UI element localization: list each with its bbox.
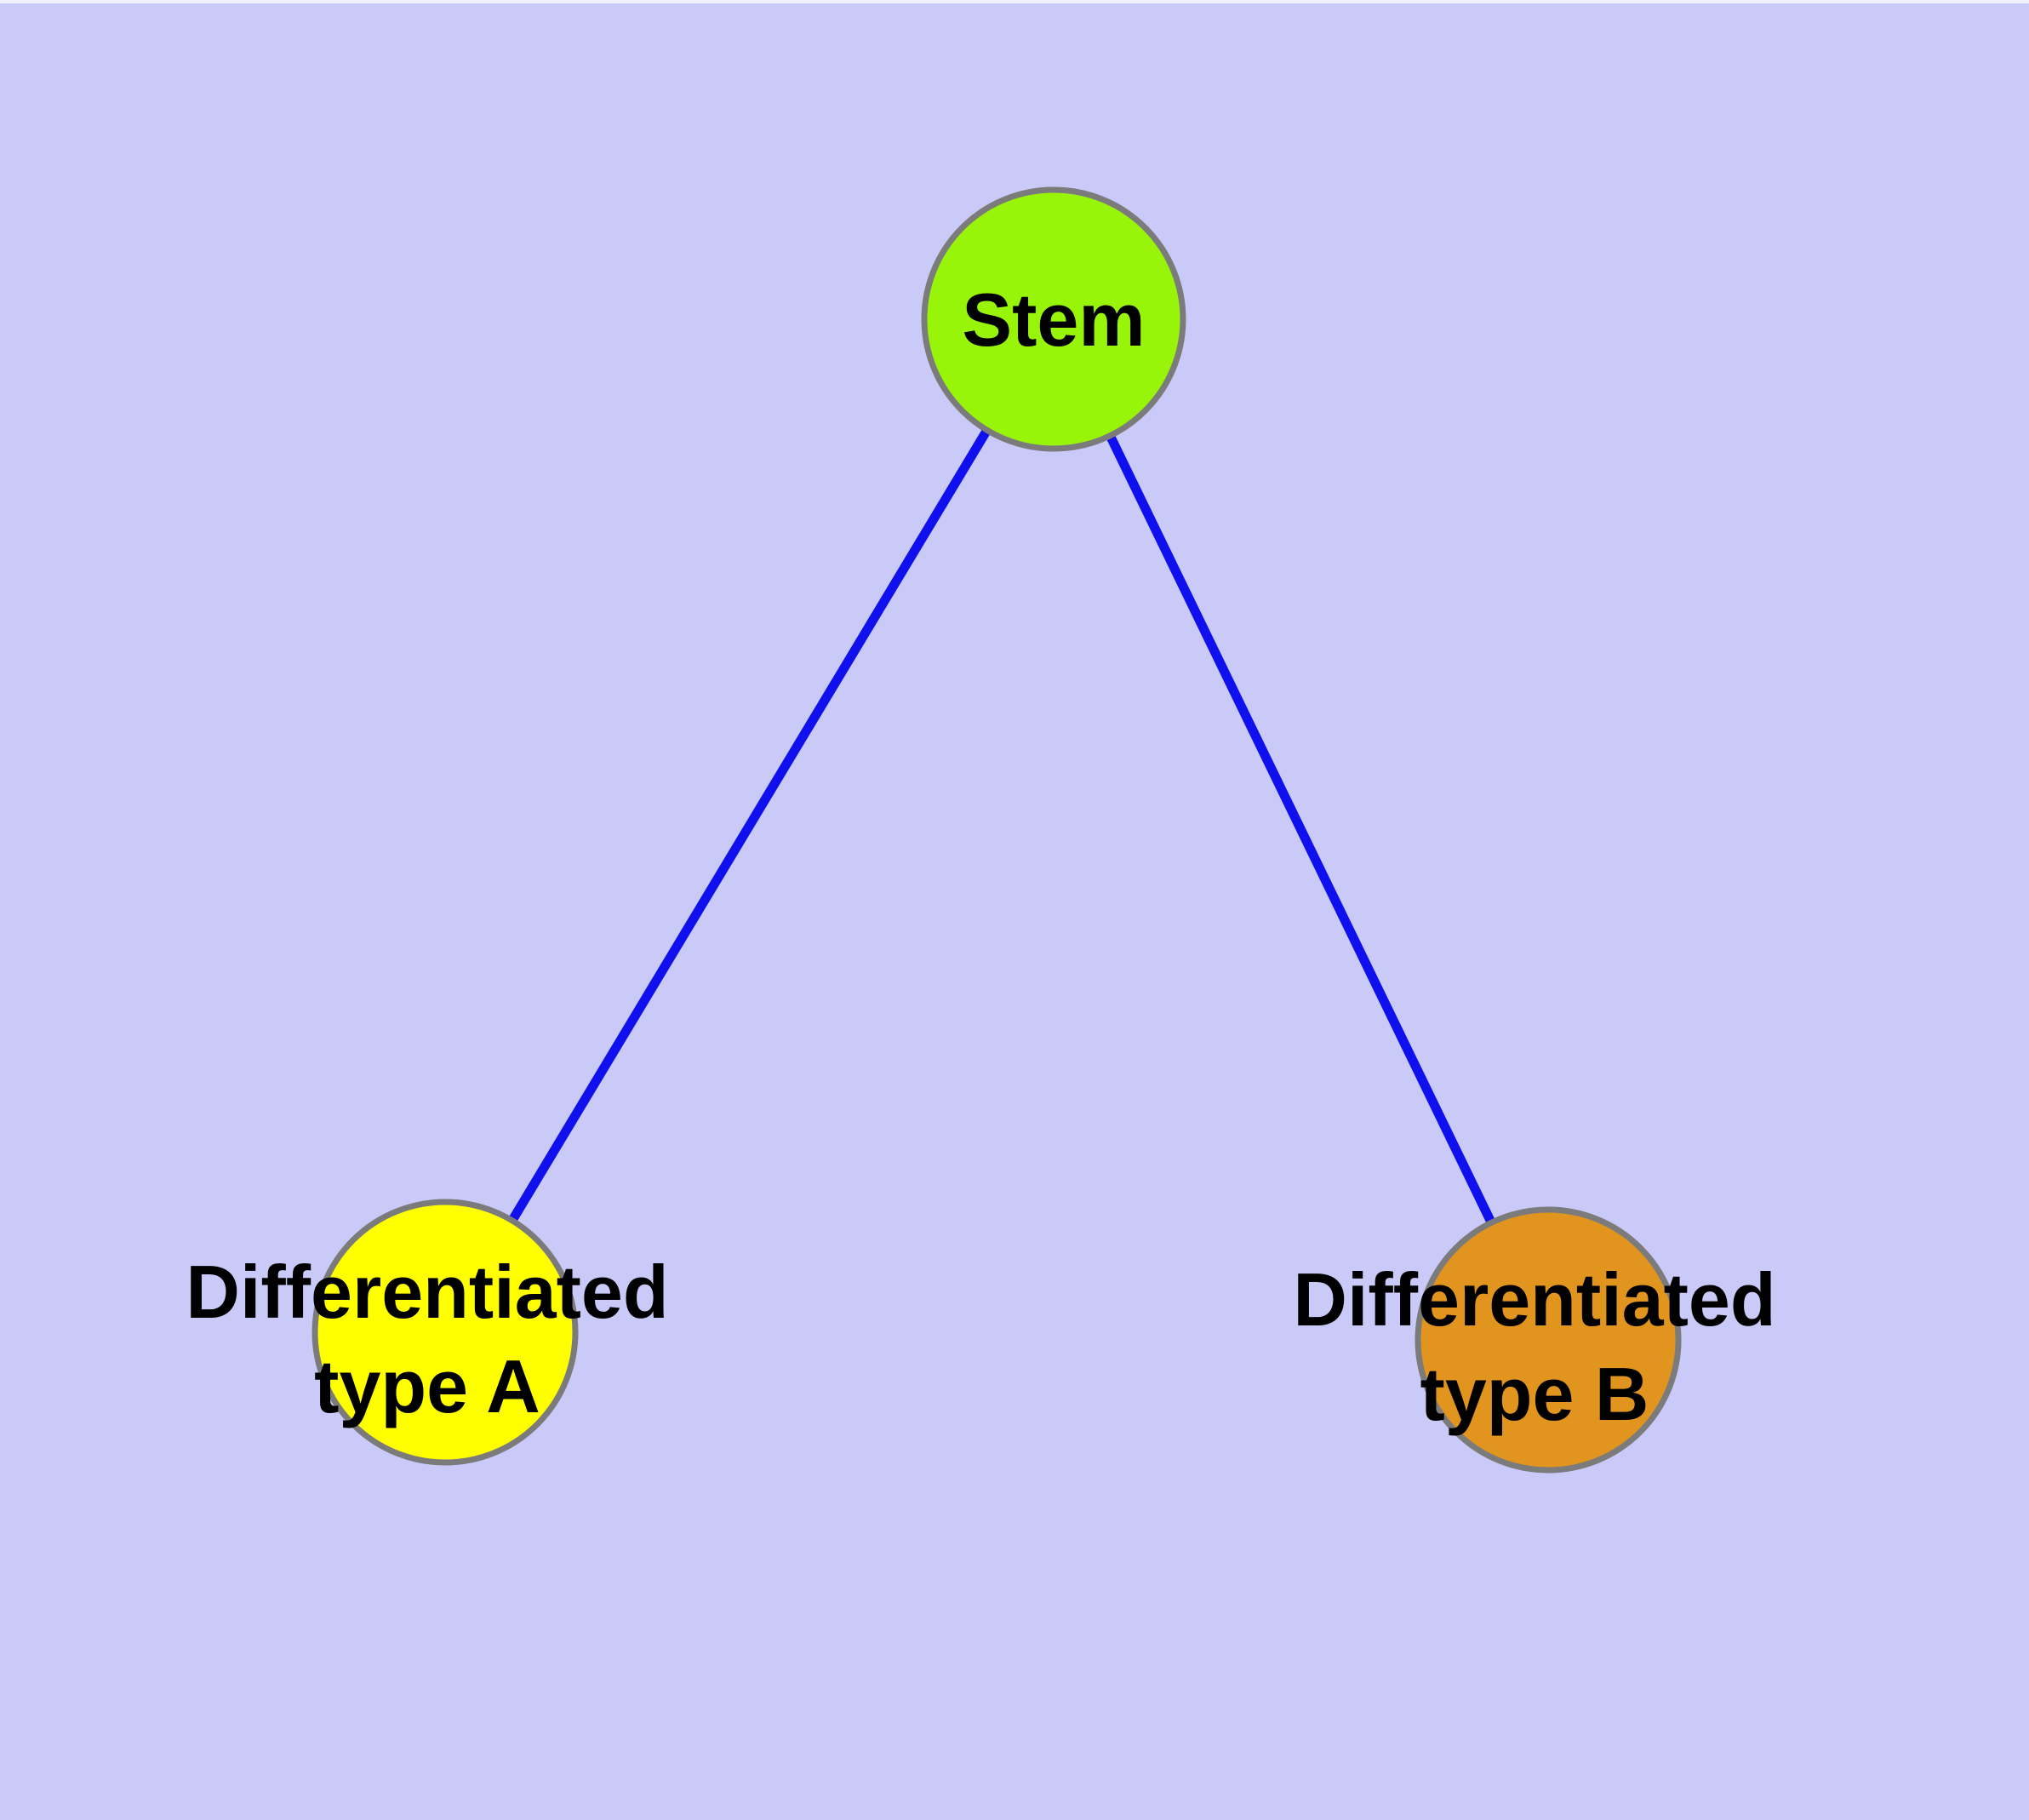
node-type-a-circle <box>311 1199 579 1466</box>
node-type-a-label-line2: type A <box>314 1344 540 1428</box>
node-stem: Stem <box>921 186 1186 452</box>
top-edge-highlight <box>0 0 2029 3</box>
node-stem-label: Stem <box>962 278 1145 362</box>
node-type-b-label-line1: Differentiated <box>1293 1257 1775 1342</box>
node-type-b-circle <box>1415 1206 1682 1474</box>
node-differentiated-type-b: Differentiated type B <box>1293 1206 1776 1474</box>
node-stem-circle <box>921 186 1186 452</box>
node-type-a-label-line1: Differentiated <box>186 1250 668 1334</box>
node-type-b-label-line2: type B <box>1420 1352 1649 1436</box>
edge-stem-to-type-a <box>441 317 1058 1335</box>
edge-stem-to-type-b <box>1049 317 1552 1342</box>
node-differentiated-type-a: Differentiated type A <box>186 1199 669 1466</box>
